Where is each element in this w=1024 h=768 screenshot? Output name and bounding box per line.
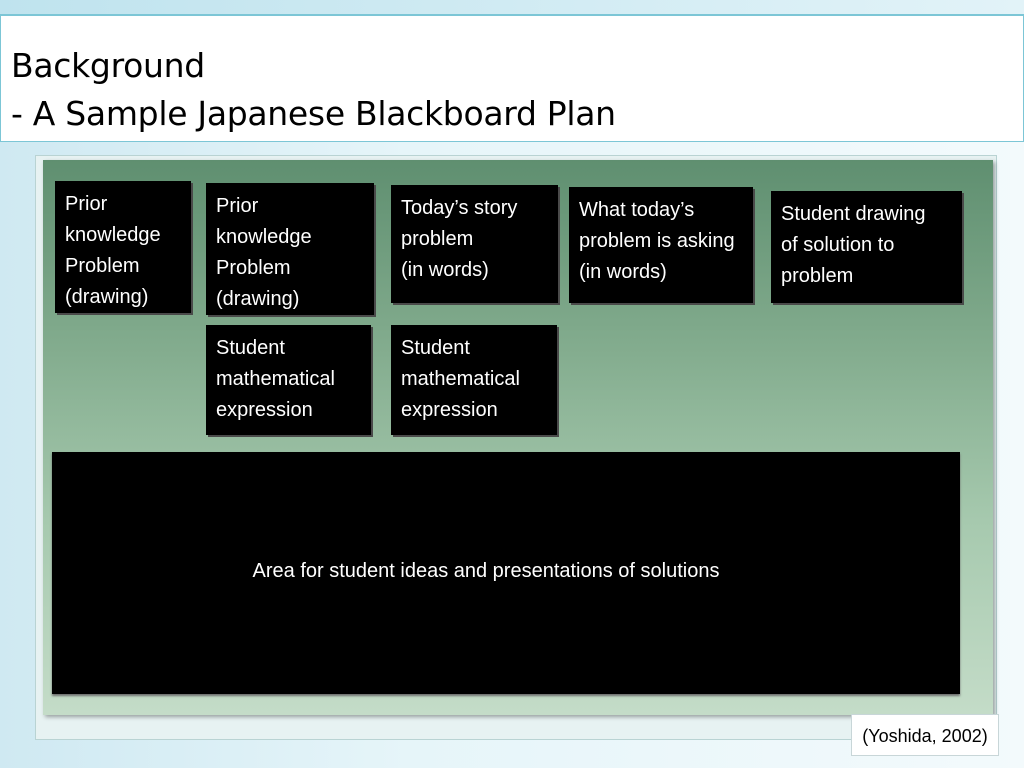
card-student-drawing: Student drawing of solution to problem: [771, 191, 962, 303]
card-problem-asking: What today’s problem is asking (in words…: [569, 187, 753, 303]
slide-title-box: Background - A Sample Japanese Blackboar…: [0, 15, 1024, 142]
card-todays-story-problem: Today’s story problem (in words): [391, 185, 558, 303]
card-prior-knowledge-problem-2: Prior knowledge Problem (drawing): [206, 183, 374, 315]
slide-subtitle: - A Sample Japanese Blackboard Plan: [11, 94, 616, 133]
slide-title: Background: [11, 46, 205, 85]
card-student-mathematical-expression-1: Student mathematical expression: [206, 325, 371, 435]
citation: (Yoshida, 2002): [851, 714, 999, 756]
card-student-mathematical-expression-2: Student mathematical expression: [391, 325, 557, 435]
card-prior-knowledge-problem-1: Prior knowledge Problem (drawing): [55, 181, 191, 313]
presentation-area: Area for student ideas and presentations…: [52, 452, 960, 694]
top-strip: [0, 0, 1024, 15]
presentation-area-label: Area for student ideas and presentations…: [252, 560, 720, 582]
